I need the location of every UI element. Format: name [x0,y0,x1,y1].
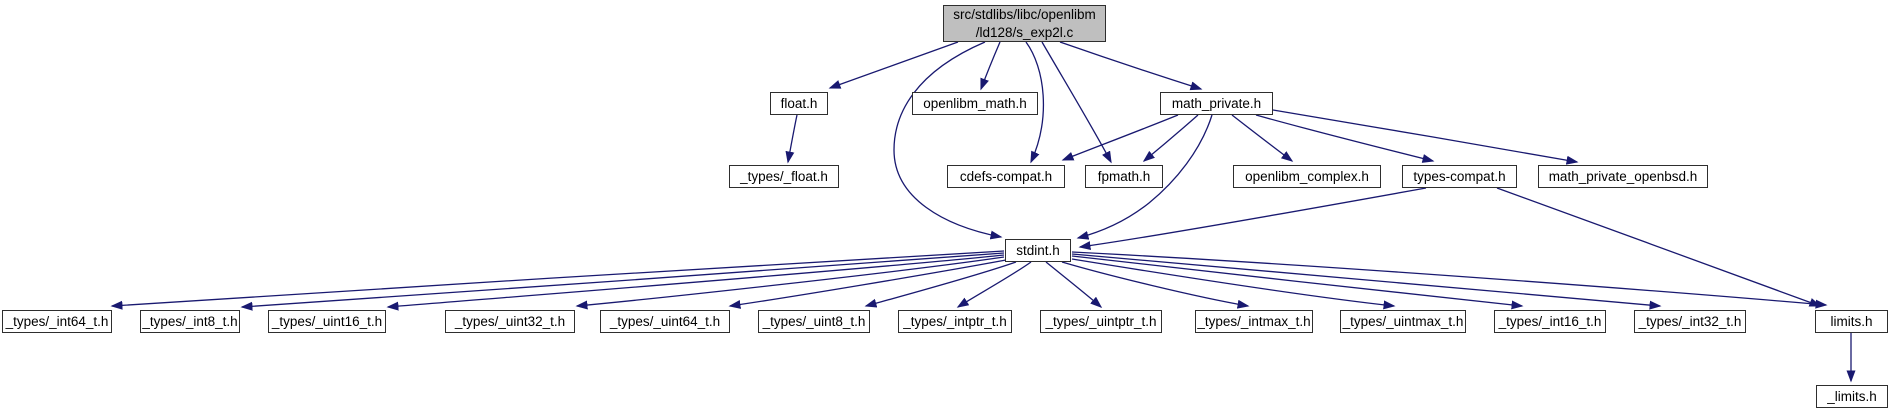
edge-float-h-to-types-float-h [785,114,798,164]
node-label: _types/_uintptr_t.h [1045,314,1157,329]
node-stdint-h[interactable]: stdint.h [1005,239,1071,262]
node-math-private-h[interactable]: math_private.h [1160,92,1273,115]
node-openlibm-complex-h[interactable]: openlibm_complex.h [1233,165,1381,188]
edge-root-to-cdefs-compat-h [1025,41,1045,164]
node-int64-t-h[interactable]: _types/_int64_t.h [2,310,112,333]
node-label: _types/_int32_t.h [1638,314,1742,329]
edge-math-private-h-to-cdefs-compat-h [1061,114,1179,161]
node-label: limits.h [1830,314,1873,329]
edge-stdint-h-to-uintptr-t-h [1045,261,1103,308]
node-types-float-h[interactable]: _types/_float.h [729,165,839,188]
node-label: openlibm_math.h [923,96,1027,111]
node-label: _types/_intptr_t.h [903,314,1007,329]
node-openlibm-math-h[interactable]: openlibm_math.h [912,92,1038,115]
node-label: _types/_int64_t.h [5,314,109,329]
edge-stdint-h-to-int32-t-h [1071,253,1662,310]
node-float-h[interactable]: float.h [770,92,828,115]
edge-math-private-h-to-math-private-openbsd-h [1272,109,1579,165]
node-label: _types/_uintmax_t.h [1342,314,1464,329]
node-label: _types/_uint64_t.h [609,314,721,329]
edge-root-to-stdint-h [893,41,1003,240]
node-label: _types/_int16_t.h [1498,314,1602,329]
node-int8-t-h[interactable]: _types/_int8_t.h [140,310,240,333]
node-label: _types/_uint32_t.h [454,314,566,329]
edge-root-to-float-h [828,41,959,89]
edge-math-private-h-to-fpmath-h [1142,114,1199,162]
edge-stdint-h-to-intptr-t-h [956,261,1032,308]
node-fpmath-h[interactable]: fpmath.h [1085,165,1163,188]
edge-root-to-openlibm-math-h [980,41,1001,91]
node-uint32-t-h[interactable]: _types/_uint32_t.h [445,310,575,333]
node-int16-t-h[interactable]: _types/_int16_t.h [1494,310,1606,333]
node-root: src/stdlibs/libc/openlibm/ld128/s_exp2l.… [943,5,1106,42]
node-label: _limits.h [1827,389,1877,404]
edge-stdint-h-to-limits-h [1071,251,1828,309]
node-label: _types/_uint16_t.h [271,314,383,329]
node-label: _types/_float.h [740,169,828,184]
node-label: types-compat.h [1413,169,1506,184]
edge-math-private-h-to-openlibm-complex-h [1231,114,1294,162]
node-label: stdint.h [1016,243,1060,258]
node-label: _types/_uint8_t.h [762,314,866,329]
node-cdefs-compat-h[interactable]: cdefs-compat.h [947,165,1065,188]
node-ulimits-h[interactable]: _limits.h [1816,385,1888,408]
edge-math-private-h-to-types-compat-h [1255,114,1435,163]
edge-stdint-h-to-int64-t-h [110,250,1005,310]
edge-stdint-h-to-uint64-t-h [728,259,1007,309]
node-uintptr-t-h[interactable]: _types/_uintptr_t.h [1040,310,1162,333]
edge-types-compat-h-to-stdint-h [1078,187,1427,251]
node-int32-t-h[interactable]: _types/_int32_t.h [1634,310,1746,333]
edge-stdint-h-to-uint32-t-h [575,256,1005,310]
node-label: openlibm_complex.h [1245,169,1369,184]
node-uint16-t-h[interactable]: _types/_uint16_t.h [268,310,386,333]
node-uint8-t-h[interactable]: _types/_uint8_t.h [758,310,870,333]
node-math-private-openbsd-h[interactable]: math_private_openbsd.h [1538,165,1708,188]
node-label: fpmath.h [1097,169,1151,184]
node-types-compat-h[interactable]: types-compat.h [1402,165,1517,188]
edge-math-private-h-to-stdint-h [1076,114,1213,240]
node-label: _types/_int8_t.h [142,314,238,329]
node-uint64-t-h[interactable]: _types/_uint64_t.h [600,310,730,333]
node-intptr-t-h[interactable]: _types/_intptr_t.h [898,310,1012,333]
node-label: math_private_openbsd.h [1548,169,1698,184]
edge-stdint-h-to-uint8-t-h [864,261,1017,308]
node-intmax-t-h[interactable]: _types/_intmax_t.h [1195,310,1313,333]
edge-root-to-math-private-h [1059,41,1203,91]
edge-stdint-h-to-int16-t-h [1071,255,1524,310]
node-label: math_private.h [1171,96,1262,111]
node-label: cdefs-compat.h [959,169,1053,184]
edge-root-to-fpmath-h [1041,41,1112,164]
edge-stdint-h-to-int8-t-h [240,252,1005,311]
edge-stdint-h-to-intmax-t-h [1061,261,1250,309]
edge-stdint-h-to-uint16-t-h [386,254,1005,311]
node-label: _types/_intmax_t.h [1197,314,1311,329]
edge-stdint-h-to-uintmax-t-h [1071,258,1396,310]
edge-types-compat-h-to-limits-h [1496,187,1822,307]
node-uintmax-t-h[interactable]: _types/_uintmax_t.h [1340,310,1466,333]
node-label-line: /ld128/s_exp2l.c [975,24,1074,40]
node-limits-h[interactable]: limits.h [1815,310,1888,333]
node-label-line: src/stdlibs/libc/openlibm [953,6,1096,22]
node-label: float.h [780,96,818,111]
